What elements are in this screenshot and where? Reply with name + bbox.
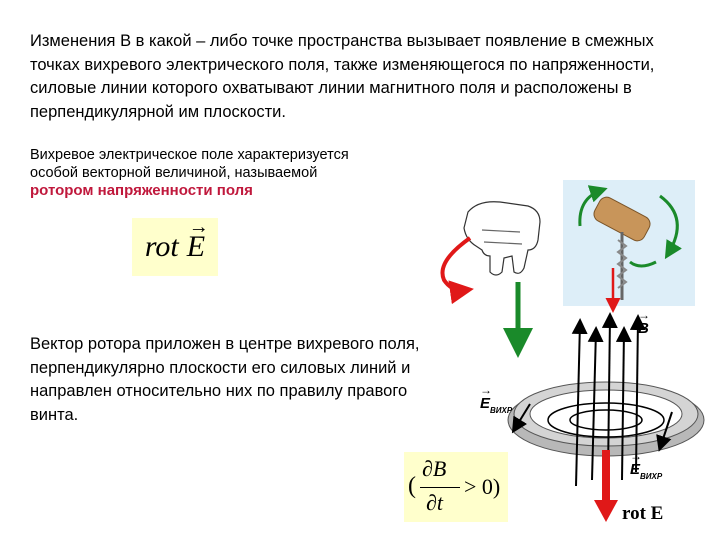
rot-e-arrowhead-icon [594, 500, 618, 522]
corkscrew-rotation-arrow-right-icon [659, 194, 682, 260]
fraction-bar [420, 487, 460, 488]
corkscrew-icon [593, 196, 651, 300]
description-line-2: особой векторной величиной, называемой [30, 165, 318, 181]
b-vector-arrow-icon: → [638, 308, 650, 322]
right-hand-icon [463, 201, 541, 276]
deriv-numerator: ∂B [422, 456, 447, 481]
e-vortex-arrow-right-label-icon: → [630, 449, 642, 463]
hand-rotation-arrow-icon [440, 236, 474, 305]
corkscrew-rotation-arrow-top-icon [578, 185, 608, 227]
deriv-open-paren: ( [408, 473, 416, 499]
corkscrew-rotation-arrow-bottom-icon [629, 260, 657, 268]
e-vector-symbol: → E [186, 216, 209, 264]
rot-e-formula: rot → E [132, 216, 218, 276]
b-field-lines [571, 312, 646, 487]
rot-operator: rot [144, 230, 179, 263]
e-symbol: E [186, 230, 206, 263]
e-vortex-label-right: EВИХР [630, 461, 663, 481]
description-line-1: Вихревое электрическое поле характеризуе… [30, 147, 349, 163]
deriv-denominator: ∂t [426, 490, 443, 515]
vector-arrow-icon: → [188, 216, 209, 238]
e-vortex-arrow-left-icon [511, 403, 531, 434]
e-vortex-arrow-right-icon [656, 411, 673, 452]
intro-paragraph: Изменения В в какой – либо точке простра… [30, 32, 655, 121]
rot-e-label: rot E [622, 503, 664, 524]
b-vector-label: B [638, 320, 649, 337]
deriv-comparison: > 0) [464, 474, 501, 499]
rotor-vector-paragraph: Вектор ротора приложен в центре вихревог… [30, 335, 420, 424]
e-vortex-arrow-left-label-icon: → [480, 383, 492, 397]
e-vortex-label-left: EВИХР [480, 395, 513, 415]
rotor-term: ротором напряженности поля [30, 182, 253, 199]
vortex-ring [507, 381, 705, 457]
rotor-description: Вихревое электрическое поле характеризуе… [30, 146, 430, 200]
derivative-condition: ( ∂B ∂t > 0) [404, 452, 508, 522]
